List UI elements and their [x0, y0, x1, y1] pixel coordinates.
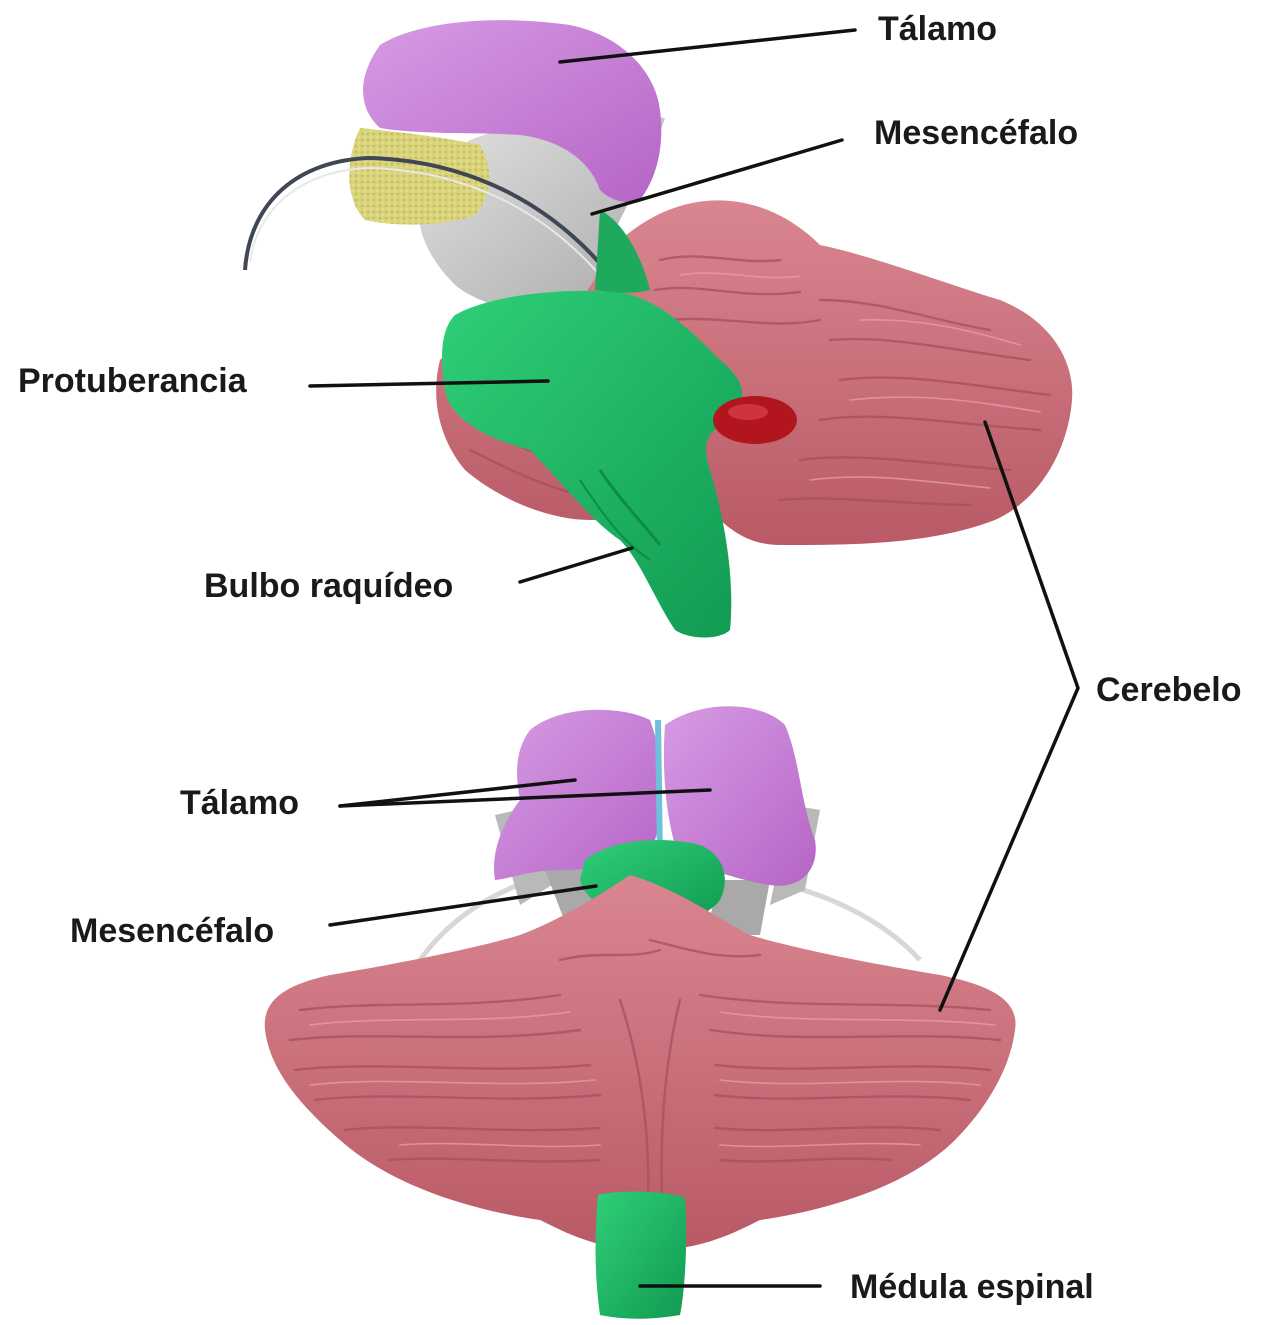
leader-bulbo — [520, 548, 632, 582]
posterior-view — [265, 706, 1016, 1319]
midline-blue — [658, 720, 660, 860]
red-structure-lateral — [713, 396, 797, 444]
label-bulbo: Bulbo raquídeo — [204, 567, 453, 605]
label-talamo-top: Tálamo — [878, 10, 997, 48]
label-cerebelo: Cerebelo — [1096, 671, 1242, 709]
label-protuberancia: Protuberancia — [18, 362, 248, 400]
label-mesencefalo-bottom: Mesencéfalo — [70, 912, 274, 950]
label-talamo-bottom: Tálamo — [180, 784, 299, 822]
lateral-view — [245, 20, 1072, 637]
label-mesencefalo-top: Mesencéfalo — [874, 114, 1078, 152]
label-medula: Médula espinal — [850, 1268, 1094, 1306]
spinal-cord-posterior — [596, 1192, 687, 1319]
